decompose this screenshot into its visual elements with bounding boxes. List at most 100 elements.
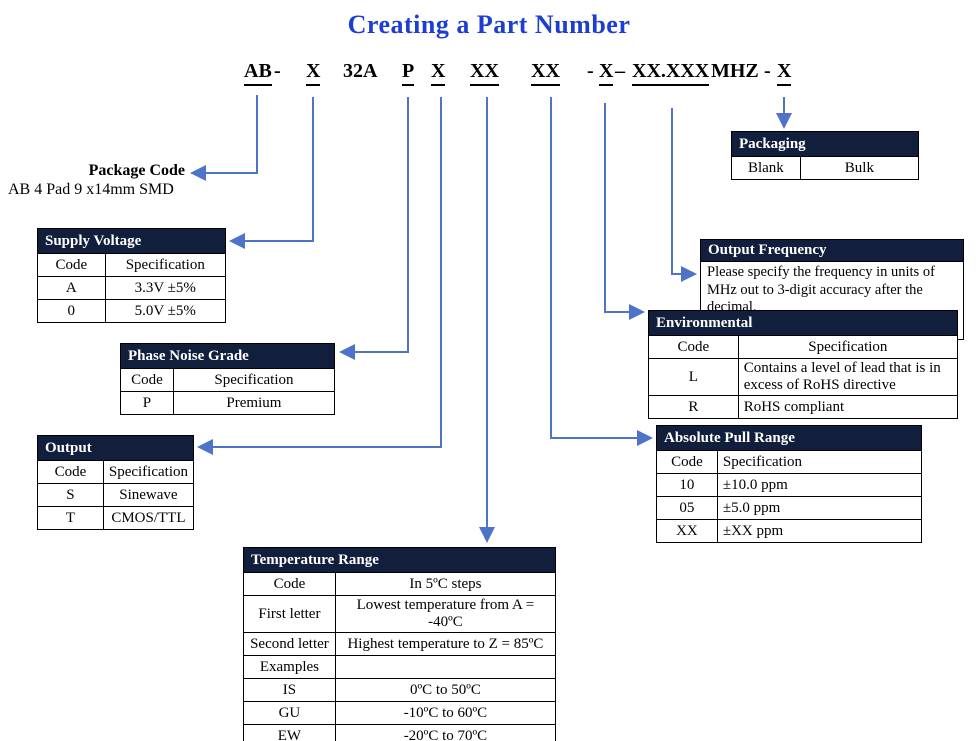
column-header: Code [37,460,104,484]
table-row: 10 ±10.0 ppm [656,473,923,497]
table-row: IS 0ºC to 50ºC [243,678,557,702]
column-header: Code [37,253,106,277]
table-cell: CMOS/TTL [102,506,195,530]
output-table: Output Code Specification S Sinewave T C… [37,435,195,530]
table-cell: P [120,391,174,415]
column-header: Code [120,368,174,392]
pn-segment-series: 32A [343,60,378,82]
table-row: 05 ±5.0 ppm [656,496,923,520]
table-row: 0 5.0V ±5% [37,299,227,323]
table-row: Blank Bulk [731,156,920,180]
table-row: A 3.3V ±5% [37,276,227,300]
packaging-table: Packaging Blank Bulk [731,131,920,180]
table-cell: RoHS compliant [737,395,959,419]
table-row: S Sinewave [37,483,195,507]
table-cell: GU [243,701,336,725]
page-title: Creating a Part Number [347,10,631,39]
table-cell: ±5.0 ppm [716,496,923,520]
table-cell: 5.0V ±5% [104,299,227,323]
pn-segment-temperature: XX [470,60,499,86]
table-header-row: Code Specification [37,253,227,277]
table-header-row: Code Specification [656,450,923,474]
table-cell: S [37,483,104,507]
table-cell: T [37,506,104,530]
table-cell: 0 [37,299,106,323]
table-row: Examples [243,655,557,679]
table-title: Absolute Pull Range [656,425,922,451]
table-cell: -10ºC to 60ºC [334,701,557,725]
pn-separator: - [587,60,594,82]
phase-noise-grade-table: Phase Noise Grade Code Specification P P… [120,343,336,415]
table-cell: ±10.0 ppm [716,473,923,497]
absolute-pull-range-table: Absolute Pull Range Code Specification 1… [656,425,923,543]
table-header-row: Code Specification [120,368,336,392]
pn-segment-phase-noise: P [402,60,415,86]
table-cell: Premium [172,391,336,415]
table-cell: XX [656,519,718,543]
table-cell: EW [243,724,336,741]
table-row: Second letter Highest temperature to Z =… [243,632,557,656]
table-row: T CMOS/TTL [37,506,195,530]
arrow-supply-voltage [229,97,314,249]
table-title: Output [37,435,194,461]
table-title: Environmental [648,310,958,336]
table-cell: Sinewave [102,483,195,507]
arrow-phase-noise [339,97,409,360]
table-cell: In 5ºC steps [334,572,557,596]
pn-segment-pull-range: XX [531,60,560,86]
table-title: Temperature Range [243,547,556,573]
table-row: Code In 5ºC steps [243,572,557,596]
table-row: L Contains a level of lead that is in ex… [648,358,959,396]
pn-segment-voltage: X [306,60,321,86]
table-cell: IS [243,678,336,702]
pn-segment-output: X [431,60,446,86]
column-header: Specification [104,253,227,277]
table-cell: Lowest temperature from A = -40ºC [334,595,557,633]
column-header: Specification [172,368,336,392]
table-cell [334,655,557,679]
table-title: Output Frequency [701,240,963,261]
arrow-package-code [190,95,258,181]
table-header-row: Code Specification [648,335,959,359]
environmental-table: Environmental Code Specification L Conta… [648,310,959,419]
table-title: Phase Noise Grade [120,343,335,369]
column-header: Code [648,335,739,359]
table-cell: 0ºC to 50ºC [334,678,557,702]
table-row: P Premium [120,391,336,415]
table-row: EW -20ºC to 70ºC [243,724,557,741]
table-cell: Bulk [799,156,920,180]
table-cell: R [648,395,739,419]
pn-unit-mhz: MHZ [711,60,759,82]
pn-separator: - [764,60,771,82]
table-row: R RoHS compliant [648,395,959,419]
pn-separator: – [615,60,625,82]
table-row: GU -10ºC to 60ºC [243,701,557,725]
table-cell: Second letter [243,632,336,656]
column-header: Specification [737,335,959,359]
pn-segment-environmental: X [599,60,614,86]
table-cell: L [648,358,739,396]
package-code-label: Package Code [88,162,185,179]
output-frequency-body: Please specify the frequency in units of… [707,264,935,316]
table-cell: -20ºC to 70ºC [334,724,557,741]
table-row: XX ±XX ppm [656,519,923,543]
arrow-environmental [604,103,645,320]
pn-segment-packaging: X [777,60,792,86]
table-cell: Blank [731,156,801,180]
table-row: First letter Lowest temperature from A =… [243,595,557,633]
table-cell: A [37,276,106,300]
pn-separator: - [274,60,281,82]
temperature-range-table: Temperature Range Code In 5ºC steps Firs… [243,547,557,741]
pn-segment-package: AB [244,60,272,86]
table-title: Packaging [731,131,919,157]
table-cell: Contains a level of lead that is in exce… [737,358,959,396]
table-cell: ±XX ppm [716,519,923,543]
table-title: Supply Voltage [37,228,226,254]
package-code-description: AB 4 Pad 9 x14mm SMD [8,181,174,198]
table-cell: Examples [243,655,336,679]
table-header-row: Code Specification [37,460,195,484]
pn-segment-frequency: XX.XXX [632,60,710,86]
table-cell: 05 [656,496,718,520]
table-cell: Code [243,572,336,596]
